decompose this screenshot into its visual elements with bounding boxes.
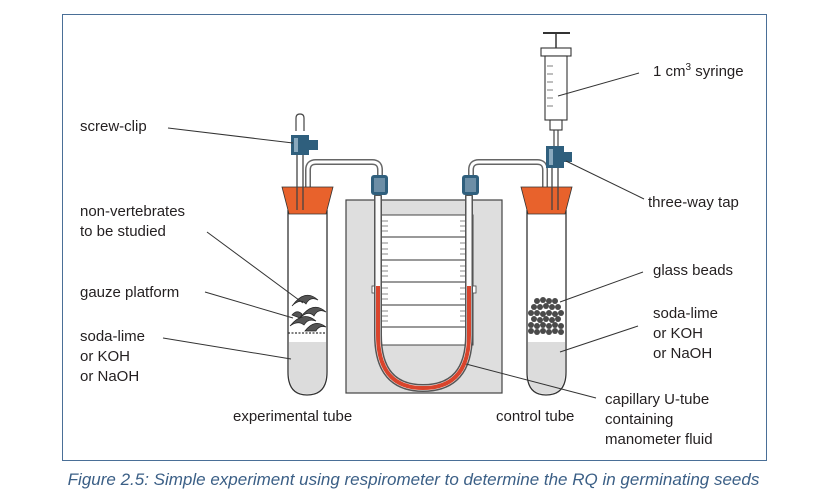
label-glass-beads: glass beads	[653, 262, 733, 279]
label-capillary-1: capillary U-tube	[605, 391, 709, 408]
glass-beads	[528, 297, 564, 335]
label-non-vertebrates-2: to be studied	[80, 223, 166, 240]
capillary-u-tube	[374, 192, 473, 393]
label-soda-lime-right-3: or NaOH	[653, 345, 712, 362]
label-capillary-3: manometer fluid	[605, 431, 713, 448]
label-screw-clip: screw-clip	[80, 118, 147, 135]
left-rubber-connector	[371, 175, 388, 195]
leader-lines	[162, 72, 645, 399]
label-experimental-tube: experimental tube	[233, 408, 352, 425]
control-stopper	[520, 186, 573, 215]
label-capillary-2: containing	[605, 411, 673, 428]
label-soda-lime-left-1: soda-lime	[80, 328, 145, 345]
label-syringe: 1 cm3 syringe	[653, 62, 744, 80]
figure-caption: Figure 2.5: Simple experiment using resp…	[67, 470, 760, 489]
label-soda-lime-left-2: or KOH	[80, 348, 130, 365]
manometer-fluid	[376, 286, 471, 391]
control-tube-vessel	[520, 186, 573, 396]
experimental-stopper	[281, 186, 334, 215]
right-connecting-tube	[468, 159, 548, 190]
screw-clip-assembly	[291, 113, 318, 210]
label-soda-lime-left-3: or NaOH	[80, 368, 139, 385]
right-rubber-connector	[462, 175, 479, 195]
soda-lime-left	[289, 342, 326, 394]
label-soda-lime-right-1: soda-lime	[653, 305, 718, 322]
label-control-tube: control tube	[496, 408, 574, 425]
label-non-vertebrates-1: non-vertebrates	[80, 203, 185, 220]
experimental-tube-vessel	[281, 186, 334, 396]
graduated-scale	[371, 214, 477, 346]
label-three-way-tap: three-way tap	[648, 194, 739, 211]
non-vertebrates	[289, 294, 327, 332]
label-gauze-platform: gauze platform	[80, 284, 179, 301]
left-connecting-tube	[305, 159, 383, 190]
syringe	[540, 32, 572, 148]
soda-lime-right	[528, 342, 565, 394]
label-soda-lime-right-2: or KOH	[653, 325, 703, 342]
figure-frame	[62, 14, 767, 461]
three-way-tap-body	[546, 146, 572, 210]
